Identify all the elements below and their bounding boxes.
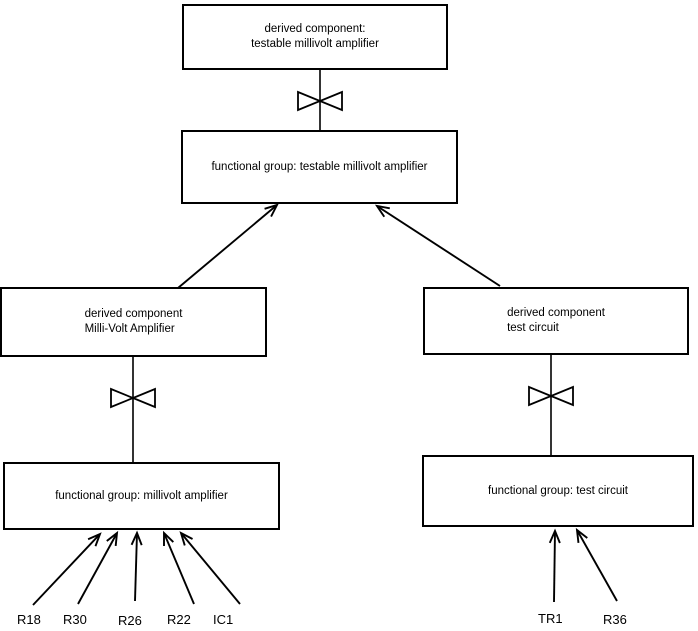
bowtie-left-left-triangle bbox=[110, 387, 136, 409]
node-derived-milli-volt-amplifier[interactable]: derived component Milli-Volt Amplifier bbox=[0, 287, 267, 357]
arrow-r36-head bbox=[575, 527, 588, 544]
bowtie-right-left-triangle bbox=[528, 385, 554, 407]
arrow-r22-head bbox=[163, 530, 174, 547]
arrow-ic1-head bbox=[179, 531, 193, 546]
arrow-r26-shaft bbox=[134, 534, 138, 602]
bowtie-right-right-triangle bbox=[548, 385, 574, 407]
node-derived-test-circuit[interactable]: derived component test circuit bbox=[423, 287, 689, 355]
arrow-r18-shaft bbox=[32, 534, 100, 606]
arrow-test-circuit-to-testable-shaft bbox=[378, 206, 501, 287]
bowtie-top-right-triangle bbox=[317, 90, 343, 112]
terminal-label-tr1: TR1 bbox=[538, 611, 563, 626]
node-fg-millivolt-amplifier[interactable]: functional group: millivolt amplifier bbox=[3, 462, 280, 530]
terminal-label-r36: R36 bbox=[603, 612, 627, 627]
terminal-label-r22: R22 bbox=[167, 612, 191, 627]
terminal-label-ic1: IC1 bbox=[213, 612, 234, 627]
arrow-tr1-head bbox=[548, 528, 561, 544]
node-label-fg-test-circuit: functional group: test circuit bbox=[488, 484, 628, 497]
arrow-tr1-shaft bbox=[553, 532, 556, 603]
arrow-r18-head bbox=[87, 532, 102, 547]
node-label-derived-milli-volt-amplifier: derived component Milli-Volt Amplifier bbox=[84, 308, 183, 335]
node-label-derived-testable-millivolt-amplifier: derived component: testable millivolt am… bbox=[251, 23, 379, 50]
arrow-r30-shaft bbox=[77, 534, 117, 605]
arrow-r22-shaft bbox=[163, 534, 195, 605]
terminal-label-r26: R26 bbox=[118, 613, 142, 628]
terminal-label-r30: R30 bbox=[63, 612, 87, 627]
arrow-test-circuit-to-testable-head bbox=[374, 204, 390, 218]
arrow-r30-head bbox=[106, 530, 119, 547]
node-fg-test-circuit[interactable]: functional group: test circuit bbox=[422, 455, 694, 527]
arrow-ic1-shaft bbox=[181, 533, 241, 605]
node-label-derived-test-circuit: derived component test circuit bbox=[507, 307, 605, 334]
bowtie-top-left-triangle bbox=[297, 90, 323, 112]
arrow-r36-shaft bbox=[577, 531, 618, 602]
arrow-milli-volt-to-testable-shaft bbox=[177, 205, 277, 289]
node-label-fg-testable-millivolt-amplifier: functional group: testable millivolt amp… bbox=[211, 160, 428, 173]
node-derived-testable-millivolt-amplifier[interactable]: derived component: testable millivolt am… bbox=[182, 4, 448, 70]
arrow-r26-head bbox=[130, 530, 143, 546]
arrow-milli-volt-to-testable-head bbox=[264, 203, 279, 218]
node-fg-testable-millivolt-amplifier[interactable]: functional group: testable millivolt amp… bbox=[181, 130, 458, 204]
node-label-fg-millivolt-amplifier: functional group: millivolt amplifier bbox=[55, 489, 228, 502]
terminal-label-r18: R18 bbox=[17, 612, 41, 627]
bowtie-left-right-triangle bbox=[130, 387, 156, 409]
